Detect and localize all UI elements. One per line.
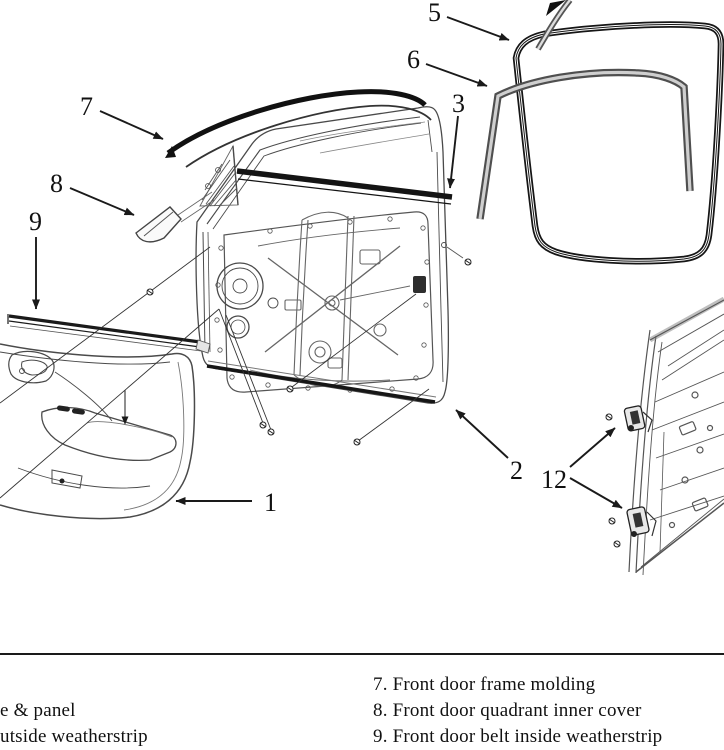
door-weatherstrip-loop bbox=[512, 0, 724, 265]
door-bottom-channel bbox=[206, 364, 436, 404]
hinge-screw bbox=[605, 413, 621, 548]
belt-inside-weatherstrip bbox=[7, 314, 211, 354]
door-frame-molding bbox=[165, 89, 432, 168]
screw bbox=[464, 258, 472, 266]
door-latch bbox=[413, 276, 426, 293]
legend-item-8: 8. Front door quadrant inner cover bbox=[373, 700, 642, 721]
callout-labels: 7 8 9 5 6 3 1 2 12 bbox=[29, 0, 567, 517]
legend-item-7: 7. Front door frame molding bbox=[373, 674, 596, 695]
direction-arrowhead bbox=[546, 0, 566, 16]
belt-outside-strip bbox=[236, 168, 453, 200]
callout-3: 3 bbox=[452, 89, 465, 118]
panel-bolt-holes bbox=[214, 216, 430, 393]
callout-9: 9 bbox=[29, 207, 42, 236]
callout-8: 8 bbox=[50, 169, 63, 198]
legend-divider bbox=[0, 653, 724, 655]
legend-item-left-partial-1: e & panel bbox=[0, 700, 76, 721]
hinge-side-door bbox=[605, 296, 724, 576]
legend-item-9: 9. Front door belt inside weatherstrip bbox=[373, 726, 663, 747]
glass-run-channel bbox=[476, 68, 694, 220]
door-exploded-diagram: 7 8 9 5 6 3 1 2 12 bbox=[0, 0, 724, 576]
door-trim-panel bbox=[0, 343, 196, 520]
callout-7: 7 bbox=[80, 92, 93, 121]
callout-5: 5 bbox=[428, 0, 441, 27]
callout-12: 12 bbox=[541, 465, 567, 494]
legend-item-left-partial-2: utside weatherstrip bbox=[0, 726, 148, 747]
upper-door-hinge bbox=[623, 405, 653, 433]
front-door-assembly bbox=[195, 106, 472, 404]
callout-2: 2 bbox=[510, 456, 523, 485]
quadrant-hatch bbox=[201, 159, 238, 207]
bolt bbox=[146, 288, 361, 446]
lower-door-hinge bbox=[626, 506, 657, 537]
callout-6: 6 bbox=[407, 45, 420, 74]
fastener-leaders bbox=[0, 246, 430, 499]
quadrant-inner-cover bbox=[135, 191, 215, 243]
window-regulator bbox=[249, 211, 411, 387]
callout-1: 1 bbox=[264, 488, 277, 517]
callout-leaders bbox=[32, 16, 623, 509]
window-switch-plate bbox=[56, 405, 85, 415]
